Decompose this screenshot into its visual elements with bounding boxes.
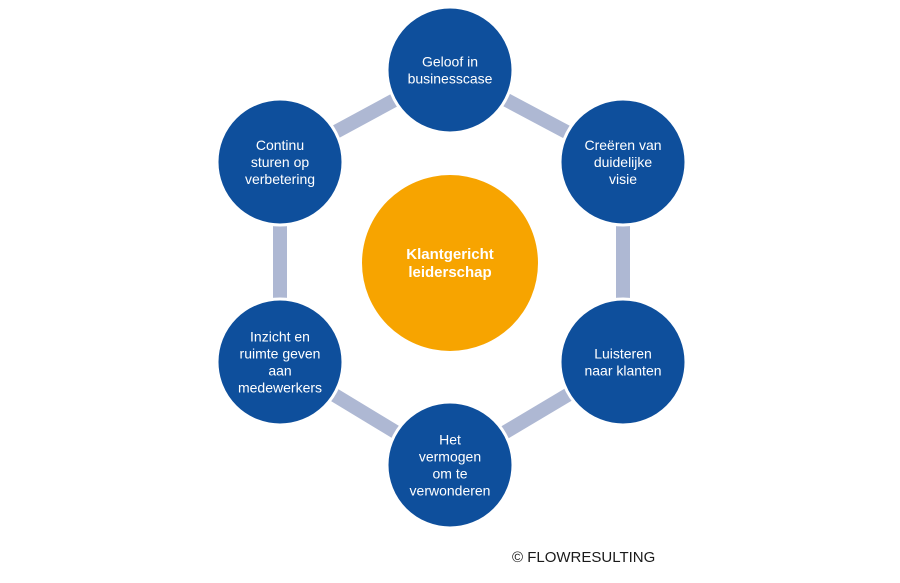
node-label-line: sturen op [251,154,310,170]
node-circle [215,297,345,427]
node-circle [558,97,688,227]
node-label-line: duidelijke [594,154,653,170]
node-label-line: Inzicht en [250,329,310,345]
node-label-line: visie [609,171,637,187]
node-circle [558,297,688,427]
node-label-line: naar klanten [584,363,661,379]
node-label-line: Geloof in [422,54,478,70]
center-label-line: leiderschap [408,264,491,281]
center-label-line: Klantgericht [406,246,494,263]
node-label-line: ruimte geven [240,346,321,362]
node-circle [215,97,345,227]
node-label-line: aan [268,363,291,379]
node-label-line: Continu [256,137,304,153]
node-label-line: vermogen [419,449,481,465]
copyright-notice: © FLOWRESULTING [512,549,656,566]
node-label-line: Het [439,432,461,448]
node-label-line: medewerkers [238,380,322,396]
node-circle [385,5,515,135]
node-label-line: businesscase [408,71,493,87]
node-label-line: om te [432,466,467,482]
node-label-line: verwonderen [410,483,491,499]
node-label-line: Creëren van [584,137,661,153]
node-circle [385,400,515,530]
node-label-line: Luisteren [594,346,652,362]
center-circle [362,175,538,351]
node-label-line: verbetering [245,171,315,187]
